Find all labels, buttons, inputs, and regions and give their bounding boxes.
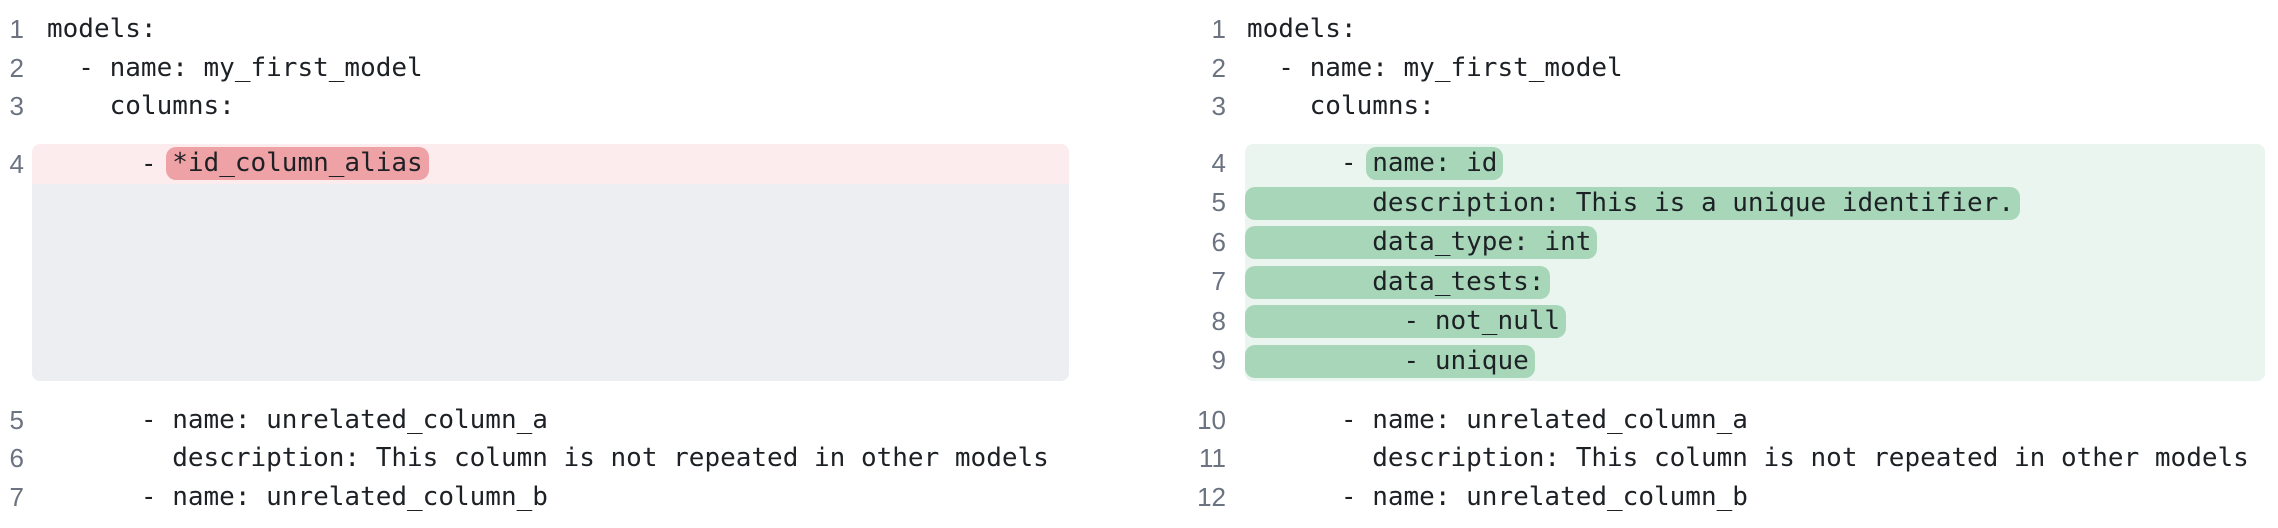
line-number: 9 [1211,345,1226,376]
line-number: 5 [1211,187,1226,218]
code-line: data_type: int [1245,223,2265,263]
line-number: 5 [9,404,24,435]
added-block: - name: id description: This is a unique… [1245,143,2265,381]
removed-token-highlight: *id_column_alias [166,147,429,181]
line-number: 4 [9,148,24,179]
added-token-highlight: data_type: int [1245,226,1598,260]
code-line: columns: [47,91,235,122]
code-line: - *id_column_alias [32,143,1069,184]
line-number: 6 [9,443,24,474]
code-line: data_tests: [1245,262,2265,302]
line-number: 10 [1197,404,1226,435]
line-number: 1 [9,14,24,44]
line-number: 1 [1211,14,1226,44]
line-number: 3 [9,91,24,122]
added-token-highlight: data_tests: [1245,265,1551,299]
line-number: 12 [1197,481,1226,512]
code-line: description: This column is not repeated… [1247,443,2249,474]
added-token-highlight: - not_null [1245,305,1567,339]
line-number: 2 [1211,52,1226,83]
line-number: 8 [1211,305,1226,336]
code-line: - not_null [1245,302,2265,342]
code-line: - name: my_first_model [1247,52,1623,83]
empty-placeholder [32,183,1069,381]
line-number: 3 [1211,91,1226,122]
line-number-gutter: 1 2 3 4 5 6 7 [0,10,26,517]
code-line: - unique [1245,341,2265,381]
line-number: 11 [1199,443,1226,474]
line-number: 7 [1211,266,1226,297]
code-line: - name: id [1245,144,2265,184]
added-token-highlight: - unique [1245,344,1535,378]
line-number: 4 [1211,147,1226,178]
added-token-highlight: description: This is a unique identifier… [1245,186,2021,220]
added-token-highlight: name: id [1366,147,1504,181]
diff-panel-left: 1 2 3 4 5 6 7 models: - name: my_first_model c… [0,10,1069,517]
line-number: 2 [9,52,24,83]
code-line: description: This column is not repeated… [47,443,1049,474]
code-column: models: - name: my_first_model columns: … [1245,10,2265,517]
code-column: models: - name: my_first_model columns: … [32,10,1069,517]
code-line: columns: [1247,91,1435,122]
removed-block: - *id_column_alias [32,143,1069,381]
code-line: description: This is a unique identifier… [1245,183,2265,223]
code-line: - name: unrelated_column_b [47,481,548,512]
code-line: - name: unrelated_column_b [1247,481,1748,512]
code-line: - name: unrelated_column_a [1247,404,1748,435]
code-line: - name: my_first_model [47,52,423,83]
code-line: - name: unrelated_column_a [47,404,548,435]
gutter-spacer [0,184,24,381]
line-number: 6 [1211,226,1226,257]
code-line: models: [47,14,157,44]
code-line: models: [1247,14,1357,44]
line-number: 7 [9,481,24,512]
